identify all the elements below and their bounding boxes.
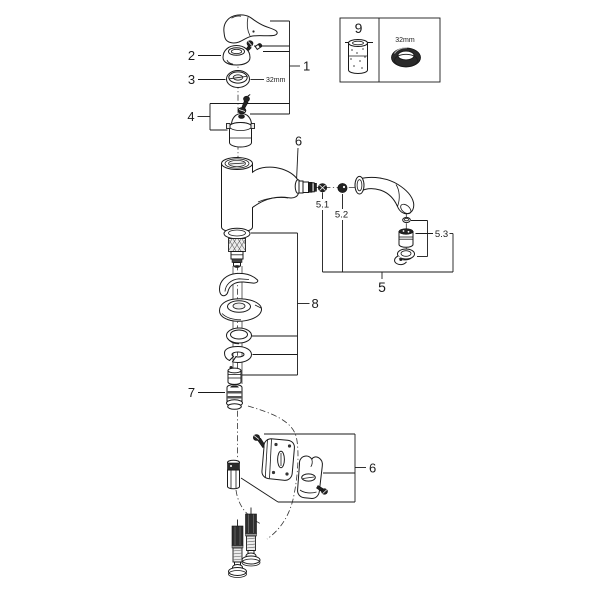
stabilizer-shim: [218, 272, 259, 297]
callout-5-3-label: 5.3: [435, 229, 448, 240]
handle-screw-hole: [252, 30, 255, 33]
mounting-plate: [218, 298, 262, 322]
callout-bracket-4: [197, 103, 290, 131]
seal-ring-32mm: [391, 47, 421, 68]
callout-bracket-6-bottom: [240, 433, 366, 503]
gasket: [226, 327, 252, 345]
weight-half-left: [261, 438, 295, 481]
callout-9-label: 9: [355, 20, 363, 36]
callout-5-label: 5: [378, 279, 386, 295]
hose-nipple: [298, 180, 317, 194]
coupling-5-2: [337, 183, 348, 193]
weight-screw-2: [316, 485, 328, 495]
callout-4-label: 4: [187, 109, 194, 124]
thread-hatch: [228, 238, 246, 252]
flow-restrictor: [394, 248, 415, 266]
cartridge: [226, 107, 255, 148]
callout-3-label: 3: [188, 72, 195, 87]
weight-half-right: [297, 455, 323, 499]
faucet-body: [221, 157, 302, 233]
lever-handle: [223, 14, 278, 44]
callout-bracket-5: [322, 192, 454, 279]
threaded-shank: [228, 238, 246, 268]
mousseur: [398, 228, 414, 248]
hose-connector: [227, 459, 240, 490]
callout-labels: 2 3 32mm 1 4 9 32mm 6 5.1 5.2 5.3 5 8 7 …: [187, 20, 448, 476]
hose-curve-right: [247, 405, 299, 540]
dome-cap: [222, 44, 251, 66]
inset-frame: [339, 17, 441, 83]
mounting-stud-right: [241, 507, 261, 567]
spray-head: [354, 175, 415, 215]
callout-bracket-1: [250, 20, 300, 115]
ring-nut-size-label: 32mm: [266, 77, 286, 84]
callout-bracket-5-3: [411, 220, 433, 257]
callout-6-bottom-label: 6: [369, 461, 376, 476]
service-tool: [348, 39, 368, 74]
callout-5-2-label: 5.2: [335, 210, 348, 221]
callout-5-1-label: 5.1: [316, 200, 329, 211]
coupling-5-1: [317, 183, 327, 193]
callout-8-label: 8: [312, 296, 319, 311]
callout-1-label: 1: [303, 59, 310, 74]
check-valve: [226, 384, 243, 410]
tool-texture: [350, 48, 366, 69]
ring-nut: [226, 70, 250, 88]
inset-size-label: 32mm: [395, 37, 415, 44]
mounting-stud-left: [228, 519, 247, 578]
mounting-oring: [223, 227, 251, 240]
spray-ring: [402, 216, 411, 224]
callout-leader-6-top: [296, 147, 299, 182]
spacer-sleeve: [227, 366, 242, 385]
handle-plug: [254, 43, 263, 51]
callout-7-label: 7: [188, 385, 195, 400]
callout-2-label: 2: [188, 48, 195, 63]
horseshoe-washer: [223, 345, 253, 364]
callout-6-top-label: 6: [295, 134, 302, 149]
callout-bracket-8: [242, 232, 310, 376]
callout-lines: [197, 20, 454, 503]
inset-box: [339, 17, 441, 83]
